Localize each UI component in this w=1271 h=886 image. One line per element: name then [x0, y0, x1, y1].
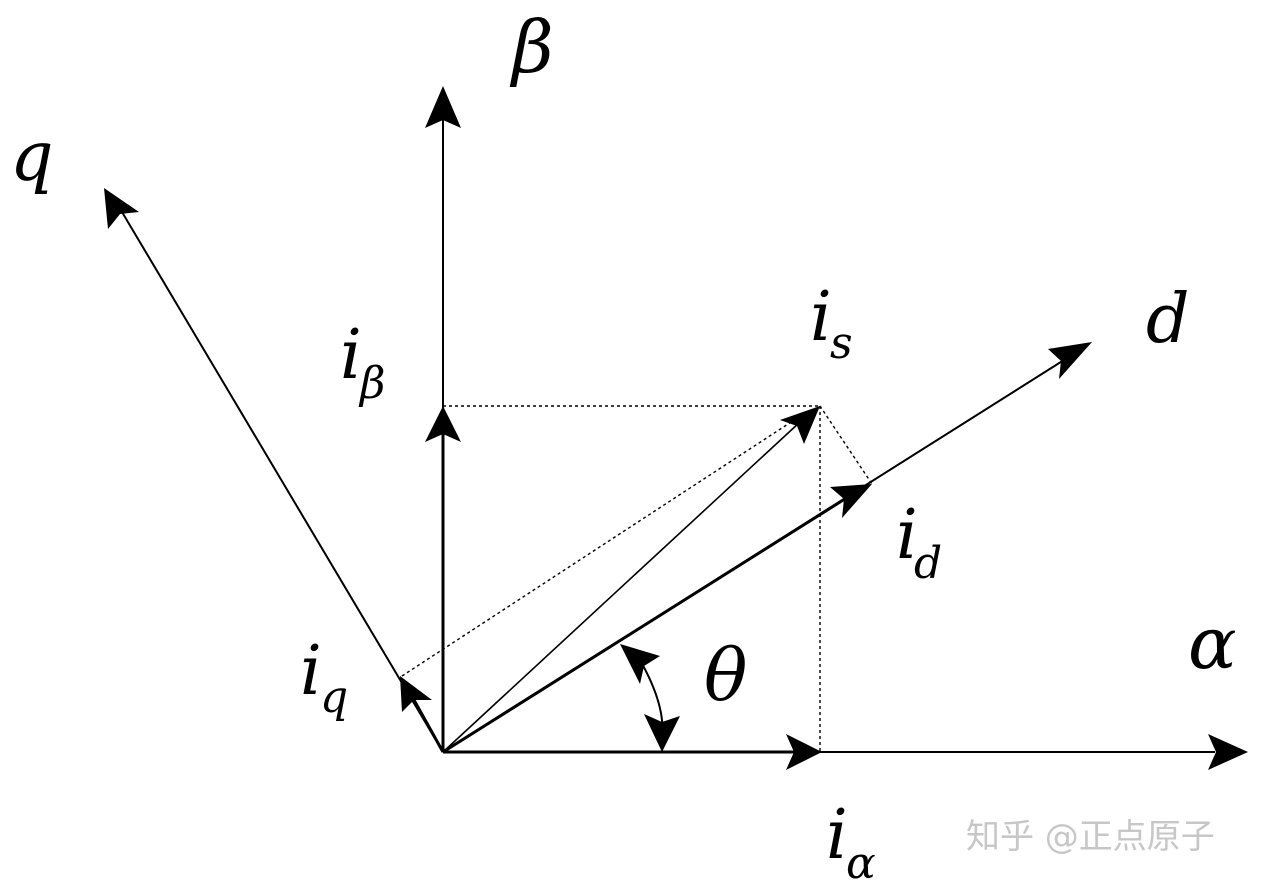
- theta-arc-arrowhead-bottom: [644, 714, 680, 752]
- iq-arrowhead: [400, 676, 432, 712]
- ialpha-label-subscript: α: [846, 838, 876, 886]
- id-label: i: [896, 496, 918, 575]
- ibeta-label-subscript: β: [358, 358, 385, 409]
- watermark: 知乎 @正点原子: [966, 817, 1215, 857]
- q-axis: [121, 211, 444, 753]
- beta-axis-label: β: [509, 5, 554, 89]
- theta-label: θ: [704, 633, 747, 717]
- id-label-subscript: d: [914, 538, 942, 589]
- projection-line: [819, 405, 873, 485]
- d-axis-arrowhead: [1048, 342, 1092, 379]
- id-vector: [442, 495, 849, 754]
- ibeta-label: i: [340, 316, 362, 395]
- iq-label-subscript: q: [320, 672, 348, 723]
- iq-vector: [412, 699, 445, 753]
- theta-arc-arrowhead-top: [620, 644, 660, 684]
- q-axis-label: q: [10, 118, 54, 197]
- ialpha-label: i: [826, 796, 848, 875]
- alpha-axis-arrowhead: [1208, 734, 1248, 770]
- iq-label: i: [300, 632, 322, 711]
- is-vector: [442, 421, 801, 753]
- is-label: i: [810, 278, 832, 357]
- is-arrowhead: [780, 406, 820, 444]
- is-label-subscript: s: [830, 318, 853, 369]
- ibeta-arrowhead: [425, 406, 461, 442]
- q-axis-arrowhead: [104, 188, 139, 229]
- ialpha-arrowhead: [786, 734, 822, 770]
- beta-axis-arrowhead: [425, 86, 461, 128]
- projection-line: [401, 410, 809, 677]
- id-arrowhead: [830, 484, 872, 518]
- d-axis-label: d: [1146, 280, 1190, 359]
- alpha-axis-label: α: [1188, 601, 1237, 685]
